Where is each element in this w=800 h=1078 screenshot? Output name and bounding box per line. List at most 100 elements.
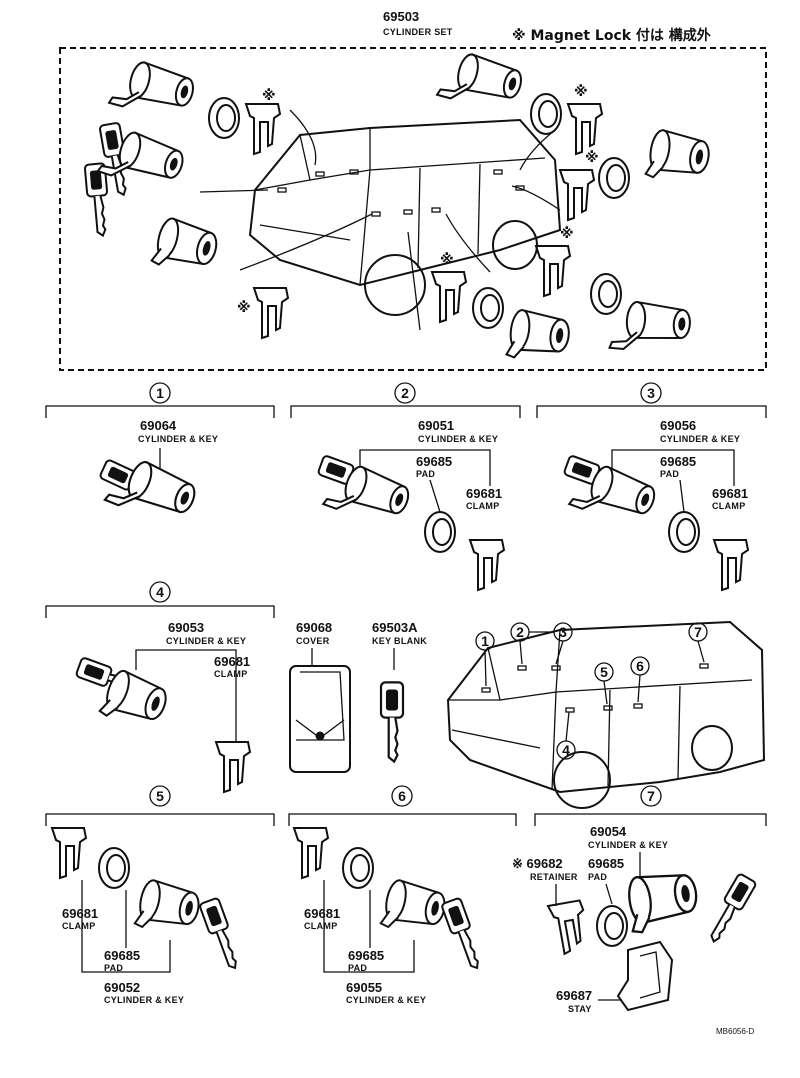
group-7-part-4-name: STAY — [568, 1004, 592, 1014]
group-4-marker-circle — [149, 581, 171, 603]
group-6-pad — [342, 847, 374, 889]
top-clamp-5 — [535, 245, 571, 297]
group-5-part-3-name: CYLINDER & KEY — [104, 995, 184, 1005]
group-6-part-2-number: 69685 — [348, 948, 384, 963]
group-7-cylinder — [624, 868, 702, 935]
group-2-part-2-number: 69685 — [416, 454, 452, 469]
group-6-clamp — [293, 827, 329, 879]
asterisk-mark-6: ※ — [440, 252, 454, 268]
group-3-leader-1 — [611, 449, 735, 486]
group-5-key — [198, 896, 244, 974]
group-7-part-1-name: CYLINDER & KEY — [588, 840, 668, 850]
svg-text:3: 3 — [559, 624, 567, 640]
group-7-pad — [596, 905, 628, 947]
group-3-marker: 3 — [647, 385, 655, 401]
group-5-part-1-name: CLAMP — [62, 921, 96, 931]
group-6-key — [440, 896, 486, 974]
top-cylinder-1 — [108, 55, 198, 124]
group-3-part-2-name: PAD — [660, 469, 679, 479]
group-3-part-3-name: CLAMP — [712, 501, 746, 511]
group-5-cylinder — [133, 877, 204, 939]
top-clamp-3 — [567, 103, 603, 155]
group-5-pad — [98, 847, 130, 889]
asterisk-mark-1: ※ — [262, 88, 276, 104]
cover-part-name: COVER — [296, 636, 330, 646]
group-3-bracket — [536, 405, 767, 418]
cylinder-set-boundary — [59, 47, 767, 371]
svg-text:2: 2 — [516, 624, 524, 640]
group-3-clamp — [713, 539, 749, 591]
group-2-clamp — [469, 539, 505, 591]
top-pad-4 — [472, 287, 504, 329]
set-part-name: CYLINDER SET — [383, 27, 453, 37]
top-cylinder-7 — [608, 298, 693, 356]
top-pad-1 — [208, 97, 240, 139]
top-pad-2 — [530, 93, 562, 135]
group-6-leader-1 — [323, 880, 415, 973]
group-7-stay — [616, 940, 674, 1012]
group-1-bracket — [45, 405, 275, 418]
group-5-clamp — [51, 827, 87, 879]
magnet-lock-note: ※ Magnet Lock 付は 構成外 — [512, 27, 711, 44]
group-6-bracket — [288, 813, 517, 826]
group-7-retainer — [547, 899, 592, 957]
group-7-part-2-number: ※ 69682 — [512, 856, 563, 871]
group-7-part-2-name: RETAINER — [530, 872, 578, 882]
group-5-leader-1 — [81, 880, 171, 973]
asterisk-mark-2: ※ — [237, 300, 251, 316]
group-3-pad — [668, 511, 700, 553]
group-6-part-1-number: 69681 — [304, 906, 340, 921]
group-1-marker-circle — [149, 382, 171, 404]
asterisk-mark-3: ※ — [574, 84, 588, 100]
group-7-part-4-number: 69687 — [556, 988, 592, 1003]
cover-part-number: 69068 — [296, 620, 332, 635]
van-illustration-top — [248, 118, 562, 316]
group-2-part-2-name: PAD — [416, 469, 435, 479]
group-7-part-3-name: PAD — [588, 872, 607, 882]
group-2-marker: 2 — [401, 385, 409, 401]
group-5-part-3-number: 69052 — [104, 980, 140, 995]
svg-text:1: 1 — [481, 633, 489, 649]
svg-text:7: 7 — [694, 624, 702, 640]
group-4-marker: 4 — [156, 584, 164, 600]
drawing-code: MB6056-D — [716, 1027, 754, 1036]
set-part-number: 69503 — [383, 9, 419, 24]
group-5-part-2-number: 69685 — [104, 948, 140, 963]
group-2-part-3-name: CLAMP — [466, 501, 500, 511]
group-2-part-1-name: CYLINDER & KEY — [418, 434, 498, 444]
group-2-marker-circle — [394, 382, 416, 404]
group-5-part-1-number: 69681 — [62, 906, 98, 921]
group-6-part-3-number: 69055 — [346, 980, 382, 995]
group-7-leader-3 — [605, 883, 613, 905]
key-blank-part-number: 69503A — [372, 620, 418, 635]
key-cover — [289, 665, 351, 773]
group-2-part-3-number: 69681 — [466, 486, 502, 501]
key-blank — [379, 681, 405, 763]
group-3-part-1-number: 69056 — [660, 418, 696, 433]
asterisk-mark-4: ※ — [585, 150, 599, 166]
top-cylinder-5 — [644, 127, 713, 188]
group-3-part-1-name: CYLINDER & KEY — [660, 434, 740, 444]
top-pad-3 — [598, 157, 630, 199]
group-6-marker-circle — [391, 785, 413, 807]
group-7-key — [702, 872, 758, 947]
top-pad-5 — [590, 273, 622, 315]
group-4-part-1-number: 69053 — [168, 620, 204, 635]
top-cylinder-3 — [150, 215, 222, 279]
group-1-marker: 1 — [156, 385, 164, 401]
top-clamp-1 — [245, 103, 281, 155]
group-2-leader-2 — [429, 479, 441, 513]
group-4-leader — [135, 649, 237, 742]
group-4-bracket — [45, 605, 275, 618]
group-6-part-3-name: CYLINDER & KEY — [346, 995, 426, 1005]
svg-text:5: 5 — [600, 664, 608, 680]
group-1-part-1-number: 69064 — [140, 418, 177, 433]
group-6-part-2-name: PAD — [348, 963, 367, 973]
group-7-part-1-number: 69054 — [590, 824, 627, 839]
svg-text:6: 6 — [636, 658, 644, 674]
group-7-marker: 7 — [647, 788, 655, 804]
group-4-clamp — [215, 741, 251, 793]
asterisk-mark-5: ※ — [560, 226, 574, 242]
group-5-marker-circle — [149, 785, 171, 807]
